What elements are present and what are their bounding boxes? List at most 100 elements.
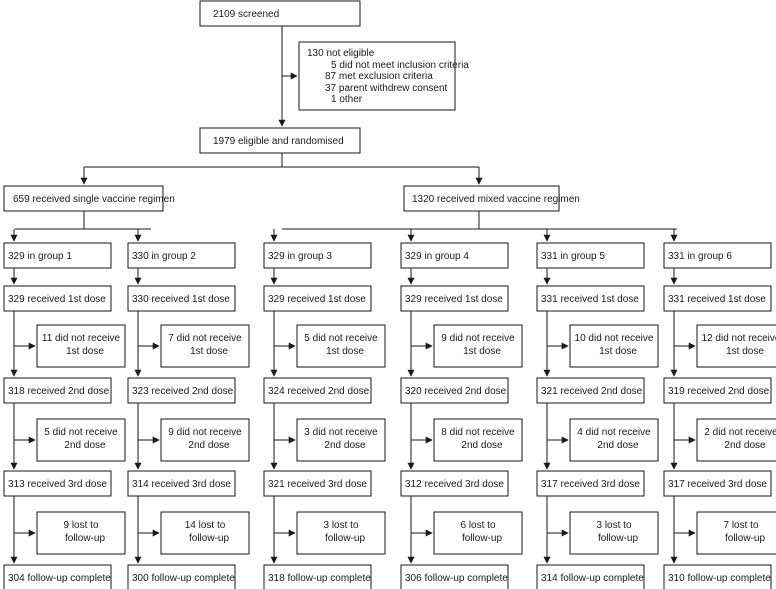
dose2-text: 320 received 2nd dose bbox=[405, 386, 507, 397]
dose2-text: 318 received 2nd dose bbox=[8, 386, 110, 397]
lost-box bbox=[296, 511, 386, 555]
dose1-box bbox=[663, 285, 772, 312]
complete-text: 310 follow-up complete bbox=[668, 573, 771, 584]
dose1-box bbox=[263, 285, 372, 312]
miss1-text: 5 did not receive bbox=[304, 333, 378, 344]
group-text: 330 in group 2 bbox=[132, 251, 196, 262]
miss2-text: 9 did not receive bbox=[168, 427, 242, 438]
complete-text: 304 follow-up complete bbox=[8, 573, 111, 584]
screened-text: 2109 screened bbox=[213, 9, 279, 20]
not-eligible-reason: 1 other bbox=[331, 94, 363, 105]
group-text: 329 in group 1 bbox=[8, 251, 72, 262]
miss2-text: 5 did not receive bbox=[44, 427, 118, 438]
miss1-box bbox=[696, 324, 776, 368]
dose3-box bbox=[536, 470, 645, 497]
not-eligible-title: 130 not eligible bbox=[307, 48, 375, 59]
dose1-text: 331 received 1st dose bbox=[541, 294, 639, 305]
group-box bbox=[3, 242, 112, 269]
miss1-text: 1st dose bbox=[190, 346, 228, 357]
miss1-box bbox=[160, 324, 250, 368]
lost-text: 14 lost to bbox=[185, 520, 226, 531]
miss2-text: 4 did not receive bbox=[577, 427, 651, 438]
lost-box bbox=[569, 511, 659, 555]
miss1-text: 7 did not receive bbox=[168, 333, 242, 344]
dose2-box bbox=[127, 377, 236, 404]
dose2-box bbox=[400, 377, 509, 404]
complete-box bbox=[263, 564, 372, 589]
miss1-text: 11 did not receive bbox=[42, 333, 121, 344]
not-eligible-reason: 37 parent withdrew consent bbox=[325, 83, 448, 94]
group-box bbox=[663, 242, 772, 269]
group-box bbox=[127, 242, 236, 269]
miss2-box bbox=[433, 418, 523, 462]
lost-text: follow-up bbox=[65, 533, 105, 544]
randomised-text: 1979 eligible and randomised bbox=[213, 136, 344, 147]
lost-box bbox=[696, 511, 776, 555]
screened-box bbox=[199, 0, 361, 27]
dose1-text: 329 received 1st dose bbox=[268, 294, 366, 305]
dose1-text: 331 received 1st dose bbox=[668, 294, 766, 305]
complete-text: 318 follow-up complete bbox=[268, 573, 371, 584]
lost-text: 6 lost to bbox=[460, 520, 495, 531]
miss1-text: 9 did not receive bbox=[441, 333, 515, 344]
miss2-text: 8 did not receive bbox=[441, 427, 515, 438]
lost-text: follow-up bbox=[325, 533, 365, 544]
lost-text: 7 lost to bbox=[723, 520, 758, 531]
lost-text: follow-up bbox=[189, 533, 229, 544]
lost-text: follow-up bbox=[725, 533, 765, 544]
dose3-text: 313 received 3rd dose bbox=[8, 479, 107, 490]
miss1-box bbox=[36, 324, 126, 368]
lost-text: follow-up bbox=[598, 533, 638, 544]
complete-text: 300 follow-up complete bbox=[132, 573, 235, 584]
dose1-text: 329 received 1st dose bbox=[8, 294, 106, 305]
complete-box bbox=[3, 564, 112, 589]
lost-text: 9 lost to bbox=[63, 520, 98, 531]
miss2-text: 2nd dose bbox=[597, 440, 639, 451]
complete-box bbox=[536, 564, 645, 589]
dose2-text: 321 received 2nd dose bbox=[541, 386, 643, 397]
dose3-text: 314 received 3rd dose bbox=[132, 479, 231, 490]
dose2-box bbox=[663, 377, 772, 404]
complete-text: 314 follow-up complete bbox=[541, 573, 644, 584]
lost-box bbox=[36, 511, 126, 555]
dose3-box bbox=[3, 470, 112, 497]
group-box bbox=[400, 242, 509, 269]
lost-text: 3 lost to bbox=[596, 520, 631, 531]
lost-text: 3 lost to bbox=[323, 520, 358, 531]
group-text: 331 in group 6 bbox=[668, 251, 732, 262]
dose2-box bbox=[263, 377, 372, 404]
miss2-text: 3 did not receive bbox=[304, 427, 378, 438]
miss1-box bbox=[433, 324, 523, 368]
group-box bbox=[536, 242, 645, 269]
dose1-box bbox=[536, 285, 645, 312]
miss1-text: 12 did not receive bbox=[702, 333, 776, 344]
lost-text: follow-up bbox=[462, 533, 502, 544]
dose3-box bbox=[663, 470, 772, 497]
miss1-text: 1st dose bbox=[463, 346, 501, 357]
miss2-text: 2nd dose bbox=[188, 440, 230, 451]
complete-box bbox=[127, 564, 236, 589]
dose3-text: 317 received 3rd dose bbox=[668, 479, 767, 490]
miss2-box bbox=[696, 418, 776, 462]
dose1-box bbox=[127, 285, 236, 312]
miss2-box bbox=[160, 418, 250, 462]
dose3-box bbox=[263, 470, 372, 497]
not-eligible-reason: 5 did not meet inclusion criteria bbox=[331, 60, 469, 71]
miss2-box bbox=[296, 418, 386, 462]
miss1-text: 1st dose bbox=[726, 346, 764, 357]
complete-box bbox=[663, 564, 772, 589]
dose1-box bbox=[3, 285, 112, 312]
miss1-text: 1st dose bbox=[599, 346, 637, 357]
dose1-text: 329 received 1st dose bbox=[405, 294, 503, 305]
single-regimen-text: 659 received single vaccine regimen bbox=[13, 194, 175, 205]
dose3-box bbox=[400, 470, 509, 497]
miss1-text: 10 did not receive bbox=[575, 333, 654, 344]
mixed-regimen-text: 1320 received mixed vaccine regimen bbox=[412, 194, 580, 205]
dose1-box bbox=[400, 285, 509, 312]
miss1-box bbox=[296, 324, 386, 368]
